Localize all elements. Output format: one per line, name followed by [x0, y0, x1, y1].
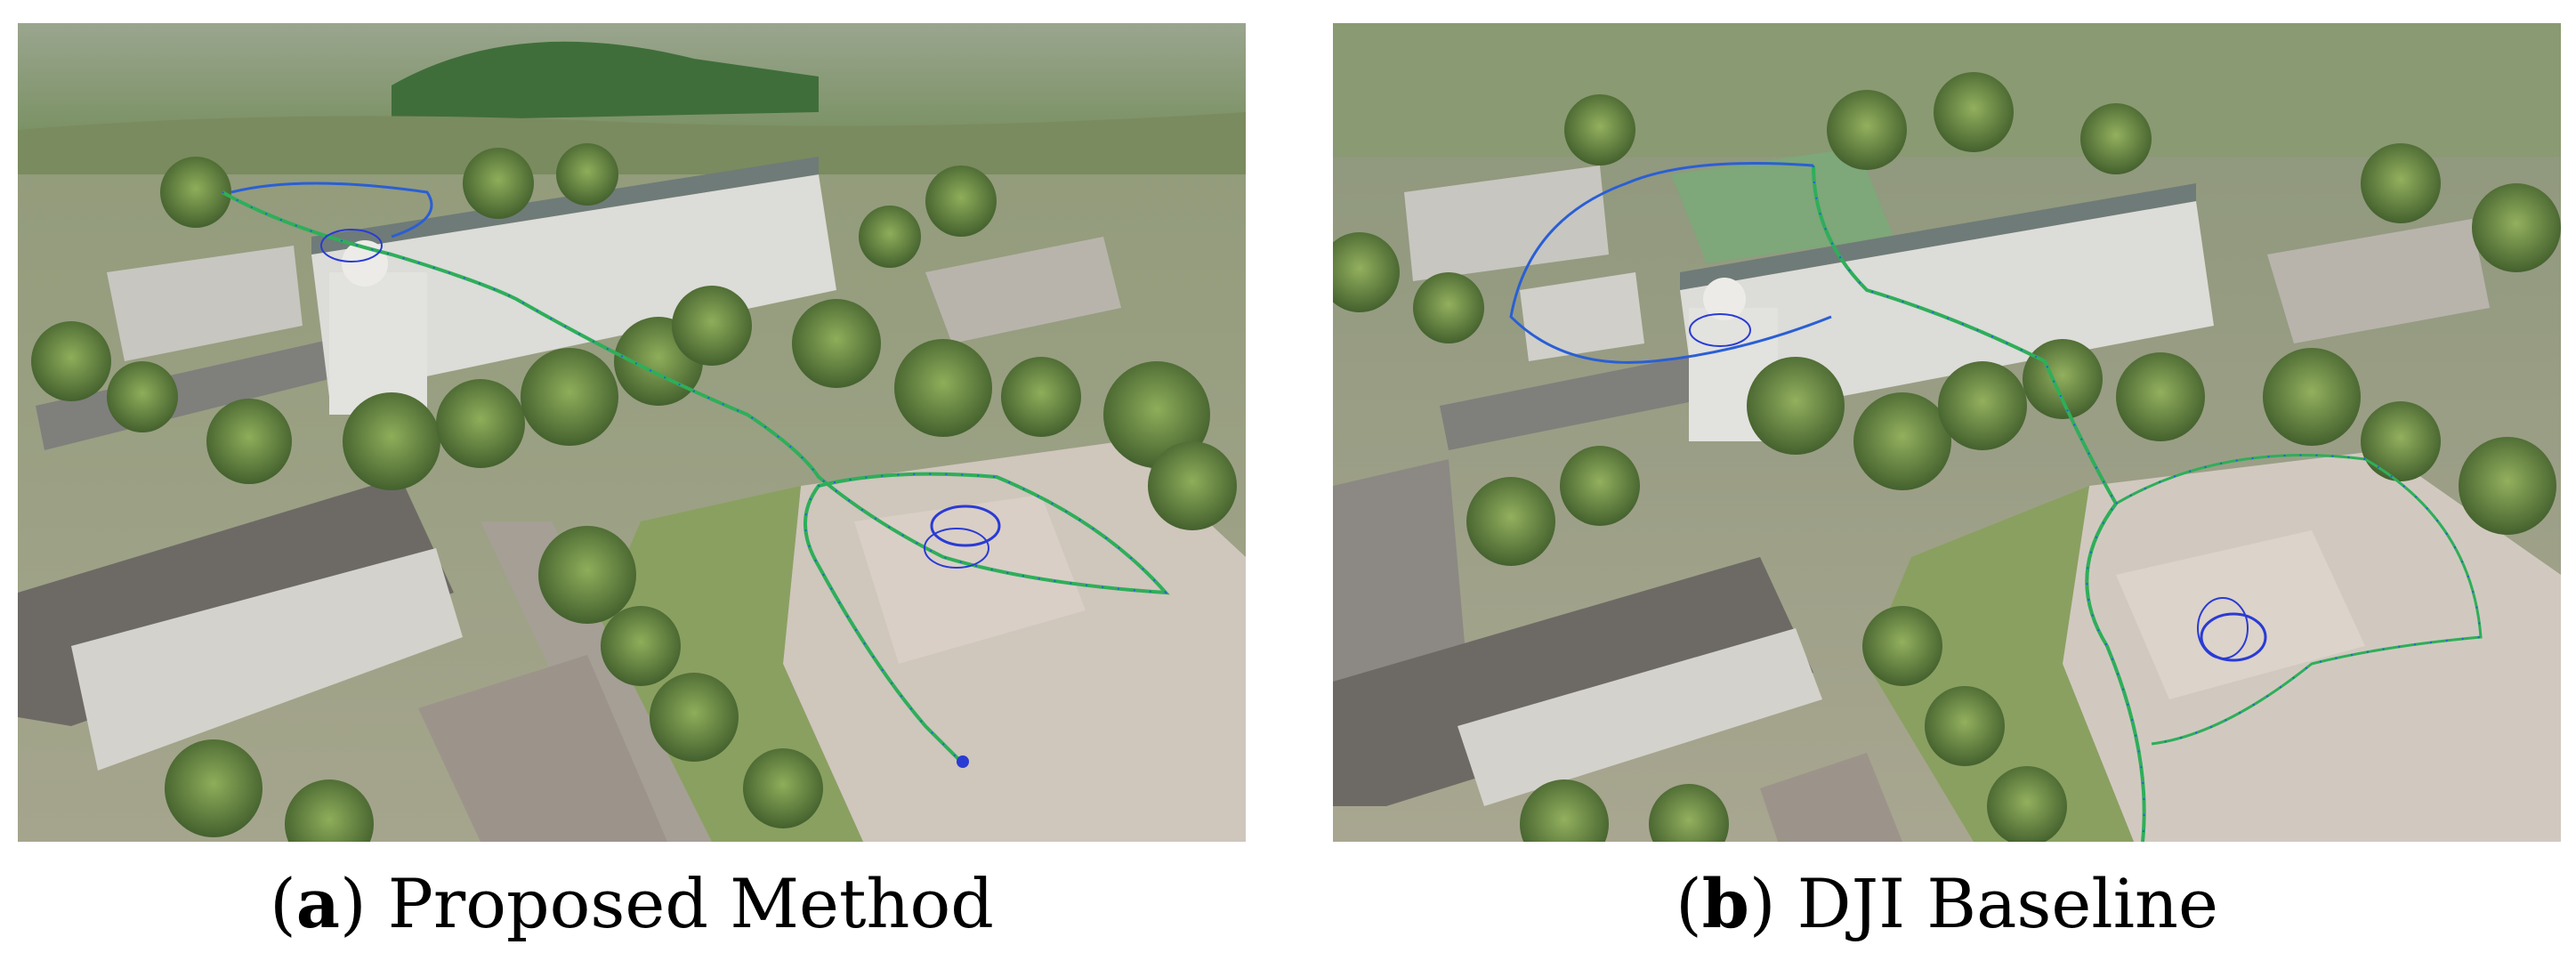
panel-a-image [18, 23, 1246, 842]
aerial-scene-a [18, 23, 1246, 842]
panel-b-image [1333, 23, 2561, 842]
caption-a-letter: a [295, 864, 340, 943]
caption-b-text: DJI Baseline [1797, 864, 2218, 943]
caption-b-letter: b [1701, 864, 1749, 943]
caption-panel-b: (b) DJI Baseline [1676, 864, 2218, 943]
caption-a-text: Proposed Method [387, 864, 994, 943]
caption-panel-a: (a) Proposed Method [270, 864, 994, 943]
aerial-scene-b [1333, 23, 2561, 842]
